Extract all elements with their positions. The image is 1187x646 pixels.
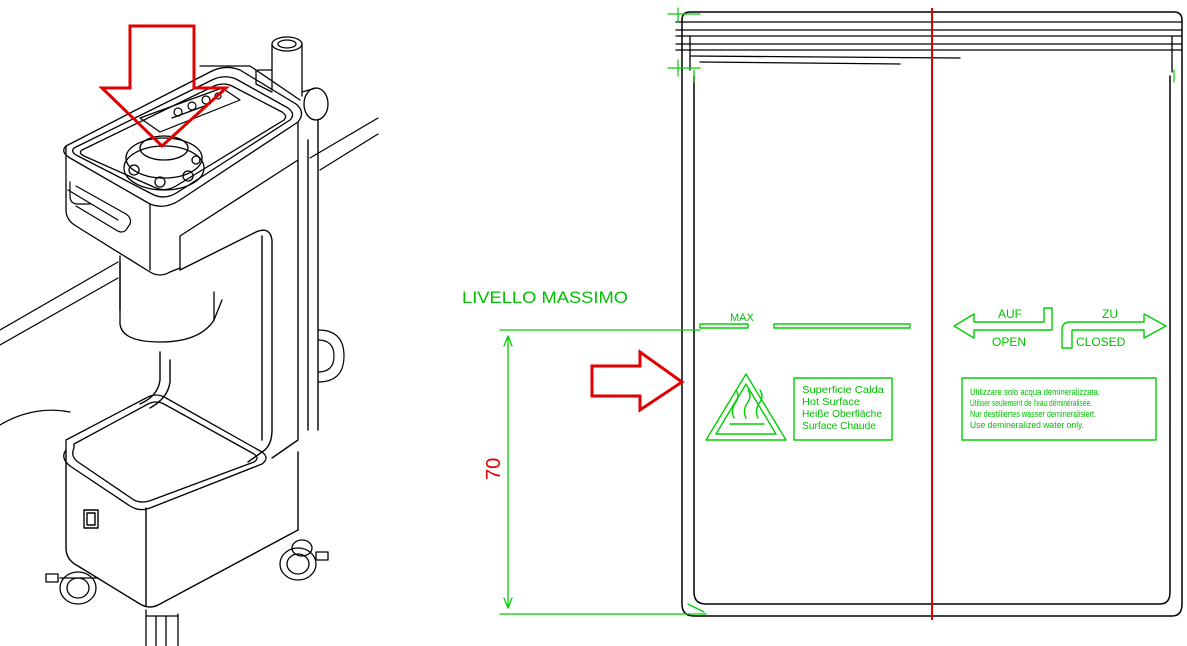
filler-pipe bbox=[255, 36, 329, 121]
water-line-2: Utiliser seulement de l'eau déminéralisé… bbox=[970, 398, 1092, 408]
closed-label-top: ZU bbox=[1102, 307, 1118, 321]
machine-isometric-view bbox=[0, 24, 379, 646]
wheel-left-small bbox=[291, 539, 313, 557]
water-line-3: Nur destilliertes wasser demineralisiert… bbox=[970, 409, 1096, 419]
warning-line-1: Superficie Calda bbox=[802, 385, 884, 396]
caster-wheels bbox=[45, 539, 329, 646]
reservoir-cylinder bbox=[119, 261, 223, 343]
max-level-title: LIVELLO MASSIMO bbox=[462, 288, 628, 307]
water-line-1: Utilizzare solo acqua demineralizzata. bbox=[970, 387, 1100, 397]
power-switch-icon bbox=[83, 509, 99, 529]
button-panel bbox=[139, 87, 241, 133]
open-label-bottom: OPEN bbox=[992, 335, 1026, 349]
side-handle bbox=[67, 181, 132, 233]
control-knob bbox=[123, 135, 205, 191]
base-cabinet bbox=[65, 449, 299, 608]
rim-dimension-marks bbox=[667, 7, 1175, 83]
open-arrow-icon bbox=[953, 307, 1053, 339]
warning-line-4: Surface Chaude bbox=[802, 421, 876, 432]
closed-label-bottom: CLOSED bbox=[1076, 335, 1126, 349]
main-column bbox=[139, 119, 319, 463]
water-instruction-box: Utilizzare solo acqua demineralizzata. U… bbox=[961, 377, 1157, 441]
height-dimension bbox=[499, 335, 707, 615]
hot-surface-warning-icon bbox=[705, 373, 787, 441]
open-label-top: AUF bbox=[998, 307, 1022, 321]
height-dimension-value: 70 bbox=[483, 458, 505, 480]
base-tray bbox=[63, 394, 267, 511]
arrow-right-icon bbox=[590, 349, 685, 413]
water-line-4: Use demineralized water only. bbox=[970, 420, 1084, 430]
tank-rim bbox=[675, 21, 1183, 73]
max-level-marker bbox=[699, 323, 911, 329]
wheel-front-left bbox=[45, 571, 99, 605]
tank-front-elevation: MAX LIVELLO MASSIMO 70 bbox=[462, 7, 1183, 620]
wheel-back-right bbox=[279, 547, 329, 581]
wheel-front-center bbox=[145, 609, 179, 646]
arrow-down-icon bbox=[98, 24, 230, 149]
warning-line-2: Hot Surface bbox=[802, 397, 860, 408]
warning-text-box: Superficie Calda Hot Surface Heiße Oberf… bbox=[793, 377, 893, 441]
background-rail bbox=[0, 117, 379, 426]
warning-line-3: Heiße Oberfläche bbox=[802, 409, 882, 420]
reservoir-body bbox=[65, 121, 299, 311]
side-tube bbox=[317, 329, 345, 383]
closed-arrow-icon bbox=[1061, 313, 1167, 349]
max-label: MAX bbox=[730, 312, 755, 324]
